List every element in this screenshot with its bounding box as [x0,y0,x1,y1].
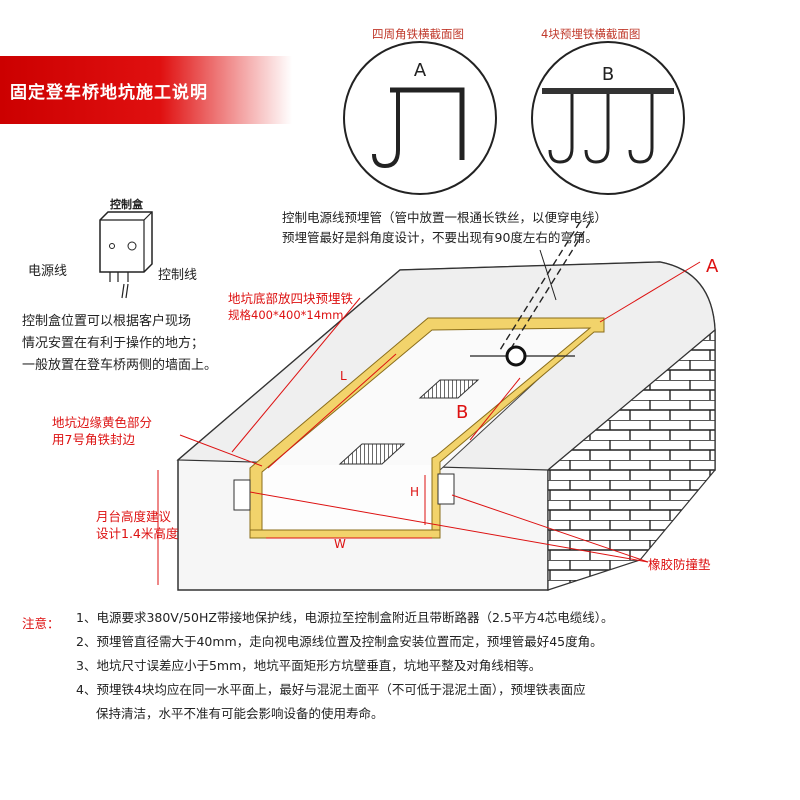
power-line-label: 电源线 [28,264,68,279]
section-b-caption: 4块预埋铁横截面图 [541,27,641,41]
pit-callout-2: 规格400*400*14mm [228,308,344,322]
dim-b: B [456,402,468,423]
angle-iron-front [249,529,441,539]
conduit-opening [505,345,527,367]
title-banner [0,56,292,124]
rubber-bumper-right [437,473,455,505]
rubber-bumper-left [233,479,251,511]
rubber-leader-1 [451,494,649,563]
section-b-plate [542,88,674,94]
conduit-note-2: 预埋管最好是斜角度设计，不要出现有90度左右的弯角。 [282,230,598,245]
section-a-hook [372,90,400,169]
section-b-letter: B [602,64,614,85]
section-b-hook-1 [548,94,574,164]
note-1: 1、电源要求380V/50HZ带接地保护线，电源拉至控制盒附近且带断路器（2.5… [76,610,614,625]
notes-label: 注意： [22,616,60,631]
platform-callout-2: 设计1.4米高度 [96,526,179,541]
section-a-caption: 四周角铁横截面图 [372,27,464,41]
control-box-title: 控制盒 [110,198,143,211]
section-b-hook-3 [628,94,654,164]
pit-drawing: L W H A B [157,221,719,591]
control-line-label: 控制线 [158,268,198,283]
control-box-note-1: 控制盒位置可以根据客户现场 [22,314,192,329]
section-a-letter: A [414,60,427,81]
dim-a: A [706,256,719,277]
edge-callout-2: 用7号角铁封边 [52,432,135,447]
b-leader [469,377,521,441]
conduit-line-2 [499,221,581,351]
pit-callout-leader [231,297,361,453]
edge-callout-1: 地坑边缘黄色部分 [52,415,153,430]
brick-wall [547,328,716,591]
section-a-diagram: A [343,41,497,195]
rubber-leader-2 [249,491,649,563]
a-leader [599,261,701,323]
control-box-note-2: 情况安置在有利于操作的地方； [22,336,205,351]
dim-l: L [340,369,347,383]
dim-h: H [410,485,419,499]
note-4: 4、预埋铁4块均应在同一水平面上，最好与混泥土面平（不可低于混泥土面），预埋铁表… [76,682,586,697]
dim-w: W [334,537,346,551]
platform-callout-1: 月台高度建议 [96,509,172,524]
embedded-plate-1 [338,443,406,465]
banner-title: 固定登车桥地坑施工说明 [10,83,208,103]
conduit-note-1: 控制电源线预埋管（管中放置一根通长铁丝，以便穿电线） [282,210,608,225]
pit-front-wall [254,465,439,536]
angle-iron-edge [249,317,605,531]
control-box-icon [99,211,153,299]
section-b-diagram: B [531,41,685,195]
control-box-note-3: 一般放置在登车桥两侧的墙面上。 [22,358,218,373]
section-a-angle-iron [390,87,465,160]
section-b-hook-2 [584,94,610,164]
edge-callout-leader [179,434,263,467]
note-2: 2、预埋管直径需大于40mm，走向视电源线位置及控制盒安装位置而定，预埋管最好4… [76,634,603,649]
note-4-cont: 保持清洁，水平不准有可能会影响设备的使用寿命。 [96,706,384,721]
section-a-circle [343,41,497,195]
note-3: 3、地坑尺寸误差应小于5mm，地坑平面矩形方坑壁垂直，坑地平整及对角线相等。 [76,658,542,673]
rubber-bumper-label: 橡胶防撞垫 [648,557,711,572]
dim-l-line [267,353,397,469]
pit-callout-1: 地坑底部放四块预埋铁 [228,291,354,306]
conduit-line-1 [509,221,591,351]
embedded-plate-2 [418,379,480,399]
conduit-leader [539,249,557,301]
